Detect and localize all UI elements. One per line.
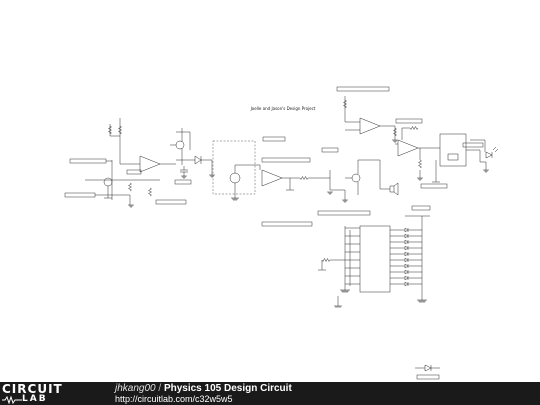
left-stage [64, 118, 215, 208]
circuit-title: Physics 105 Design Circuit [163, 383, 292, 394]
circuitlab-logo[interactable]: CIRCUIT LAB [2, 383, 98, 404]
circuit-url-link[interactable]: http://circuitlab.com/c32w5w5 [115, 394, 233, 404]
schematic-canvas: Joelle and Jason's Design Project [64, 86, 499, 380]
waveform-icon [2, 396, 22, 404]
logo-wordmark-bottom: LAB [22, 394, 48, 404]
logo-wordmark-top: CIRCUIT [2, 382, 63, 396]
led-row-group [404, 227, 422, 287]
diagram-title: Joelle and Jason's Design Project [250, 106, 316, 111]
circuit-byline: jhkang00 / Physics 105 Design Circuit [115, 383, 292, 394]
output-led [415, 364, 440, 372]
byline-separator: / [155, 383, 164, 394]
middle-stage [229, 86, 399, 227]
author-link[interactable]: jhkang00 [115, 383, 156, 394]
right-stage [395, 118, 499, 189]
footer-bar: CIRCUIT LAB jhkang00 / Physics 105 Desig… [0, 382, 540, 405]
led-bargraph-stage [318, 205, 440, 380]
